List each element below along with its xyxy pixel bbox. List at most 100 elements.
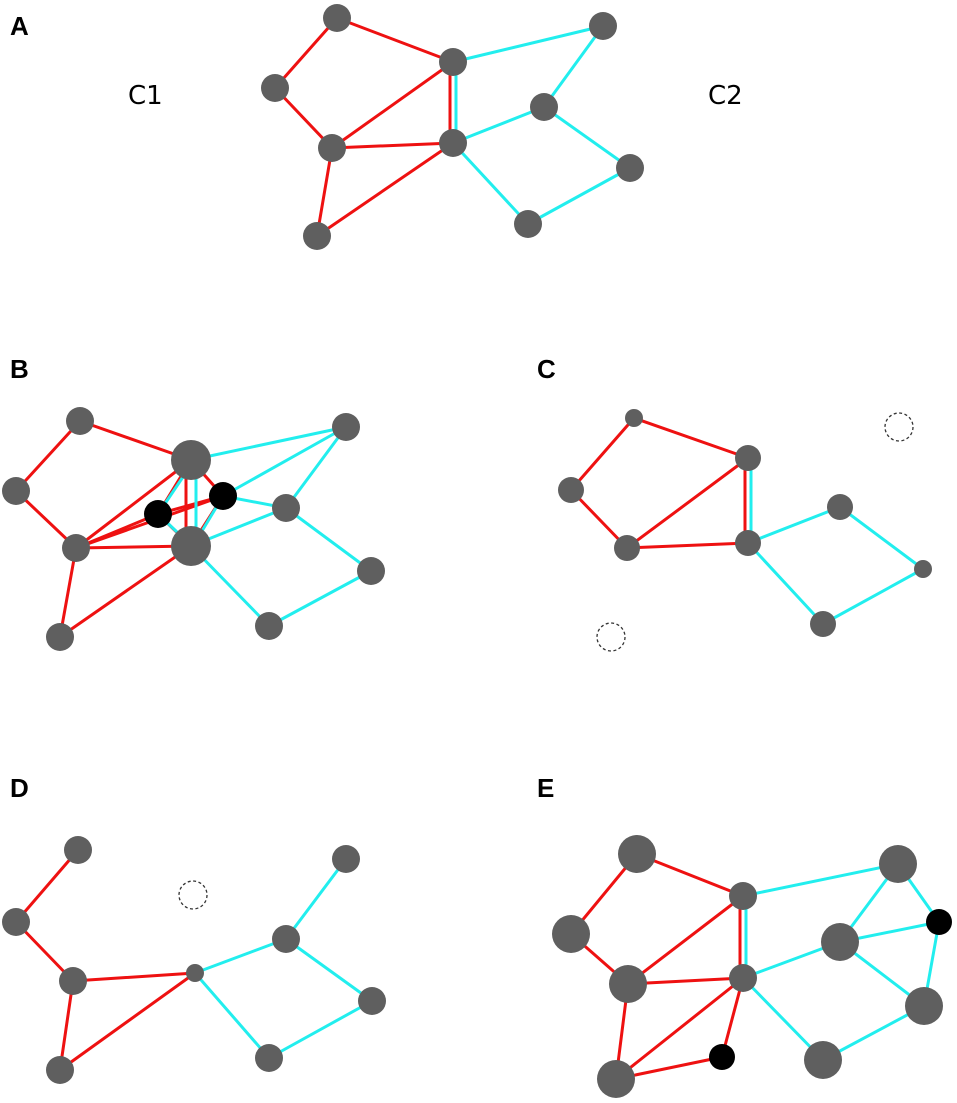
panel-b-label: B (10, 354, 29, 384)
edge-c2 (542, 105, 632, 170)
panel-a-label: A (10, 11, 29, 41)
panel-c-nodes (558, 409, 932, 652)
node (171, 440, 211, 480)
node (358, 987, 386, 1015)
node (804, 1041, 842, 1079)
edge-c2 (838, 505, 925, 571)
node (552, 915, 590, 953)
edge-c1 (569, 416, 636, 492)
node (589, 12, 617, 40)
edge-c1 (14, 848, 80, 924)
panel-d-nodes (2, 836, 386, 1084)
panel-c: C (537, 354, 932, 652)
node (614, 535, 640, 561)
edge-c2 (284, 857, 348, 941)
node (914, 560, 932, 578)
edge-c1 (58, 979, 75, 1072)
panel-d: D (2, 773, 386, 1084)
node (318, 134, 346, 162)
edge-c1 (625, 456, 750, 550)
edge-c1 (614, 976, 745, 1081)
edge-c2 (821, 567, 925, 626)
panel-e-nodes (552, 835, 952, 1098)
node (439, 129, 467, 157)
node (735, 530, 761, 556)
node (618, 835, 656, 873)
edge-c2 (284, 425, 348, 510)
node (729, 882, 757, 910)
node (272, 494, 300, 522)
edge-c2 (193, 937, 288, 975)
node (186, 964, 204, 982)
node (261, 74, 289, 102)
node (439, 48, 467, 76)
edge-c1 (74, 458, 193, 550)
panel-c-edges (569, 416, 925, 626)
removed-node (178, 880, 208, 910)
edge-c2 (189, 425, 348, 462)
edge-c2 (221, 425, 348, 498)
edge-c2 (267, 999, 374, 1060)
edge-c2 (267, 569, 373, 628)
removed-node (884, 412, 914, 442)
edge-c1 (273, 16, 339, 90)
panel-b-nodes (2, 407, 385, 651)
node (879, 845, 917, 883)
edge-c1 (315, 146, 334, 238)
node (255, 612, 283, 640)
panel-e-label: E (537, 773, 554, 803)
edge-c2 (746, 505, 842, 545)
edge-c2 (526, 166, 632, 226)
node (810, 611, 836, 637)
node-highlighted (709, 1044, 735, 1070)
node (735, 445, 761, 471)
node (66, 407, 94, 435)
edge-c2 (741, 976, 825, 1062)
node (609, 965, 647, 1003)
panel-d-label: D (10, 773, 29, 803)
node (2, 908, 30, 936)
node (827, 494, 853, 520)
node (558, 477, 584, 503)
node (171, 526, 211, 566)
edge-c2 (284, 506, 373, 573)
edge-c2 (821, 1004, 926, 1062)
edge-c1 (625, 541, 750, 550)
edge-c1 (626, 976, 745, 986)
node-highlighted (926, 909, 952, 935)
edge-c1 (330, 141, 455, 150)
edge-c1 (335, 16, 455, 64)
node (2, 477, 30, 505)
edge-c1 (315, 141, 455, 238)
edge-c2 (451, 24, 605, 64)
edge-c1 (71, 971, 197, 983)
node (46, 623, 74, 651)
edge-c1 (569, 488, 629, 550)
edge-c2 (451, 105, 546, 145)
edge-c1 (14, 419, 82, 493)
edge-c2 (746, 541, 825, 626)
node (357, 557, 385, 585)
edge-c2 (542, 24, 605, 109)
node (514, 210, 542, 238)
node (729, 964, 757, 992)
edge-c2 (193, 971, 271, 1060)
panel-c-label: C (537, 354, 556, 384)
cluster-label-c1: C1 (128, 81, 163, 111)
panel-b: B (2, 354, 385, 651)
node-highlighted (209, 482, 237, 510)
node (46, 1056, 74, 1084)
edge-c1 (635, 852, 745, 898)
node (616, 154, 644, 182)
edge-c1 (58, 546, 78, 639)
edge-c1 (58, 971, 197, 1072)
node (272, 925, 300, 953)
node (323, 4, 351, 32)
edge-c1 (58, 544, 193, 639)
node-highlighted (144, 500, 172, 528)
edge-c2 (741, 862, 900, 898)
node (332, 845, 360, 873)
node (530, 93, 558, 121)
edge-c1 (330, 60, 455, 150)
panel-d-edges (14, 848, 374, 1072)
